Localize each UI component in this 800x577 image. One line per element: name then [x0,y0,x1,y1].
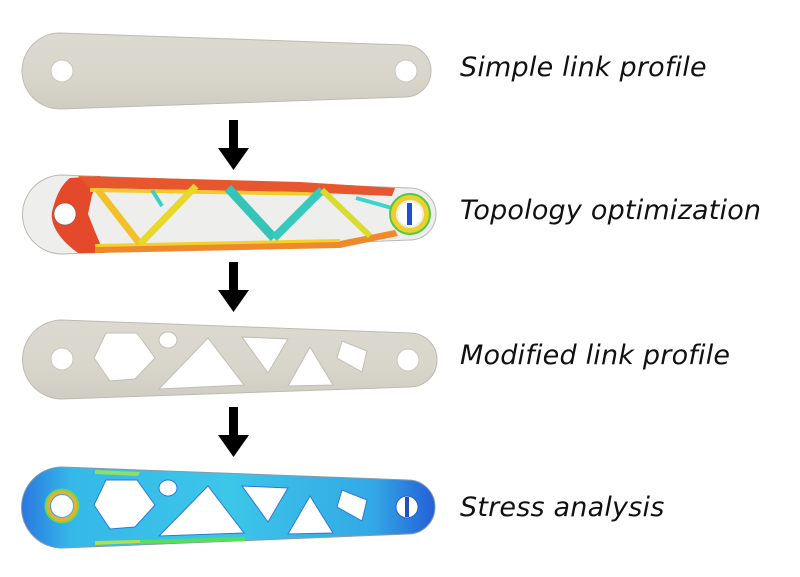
cutout [336,489,368,522]
heat-strut [224,184,278,242]
cutout [158,331,178,349]
heat-region-left [51,176,104,253]
heat-strut [271,187,325,241]
pin-hole-left [51,495,73,517]
cutout [93,332,156,382]
pin-hole-left [50,59,74,83]
cutout [287,495,334,535]
cutout [240,485,289,523]
modified-link-part [22,319,438,400]
heat-strut [95,187,143,247]
cutout [157,485,245,537]
heat-strut [137,183,199,247]
stress-link-part [21,466,436,549]
step-label-stress: Stress analysis [460,492,665,523]
arrow-down-icon [218,120,249,170]
cutout [287,346,334,387]
heat-strut [355,196,393,210]
link-body [21,466,436,549]
heat-bottom-chord [95,230,398,253]
link-body [21,32,432,110]
pin-hole-right [394,59,418,83]
pin-hole-left [53,202,77,226]
arrow-down-icon [218,407,249,457]
step-label-topology: Topology optimization [460,195,762,226]
heat-strut [150,188,164,208]
cutout [158,479,178,497]
cutout [240,336,289,374]
topology-link-part [22,174,437,255]
arrow-down-icon [218,262,249,312]
heat-strut [319,187,373,239]
cutout [93,479,156,530]
pin-hole-right [396,348,420,372]
link-body [22,174,437,255]
cutout [157,337,245,390]
simple-link-part [21,32,432,110]
step-label-simple: Simple link profile [460,52,707,83]
pin-hole-left [50,347,74,371]
link-body [22,319,438,400]
cutout [336,340,368,373]
step-label-modified: Modified link profile [460,340,731,371]
